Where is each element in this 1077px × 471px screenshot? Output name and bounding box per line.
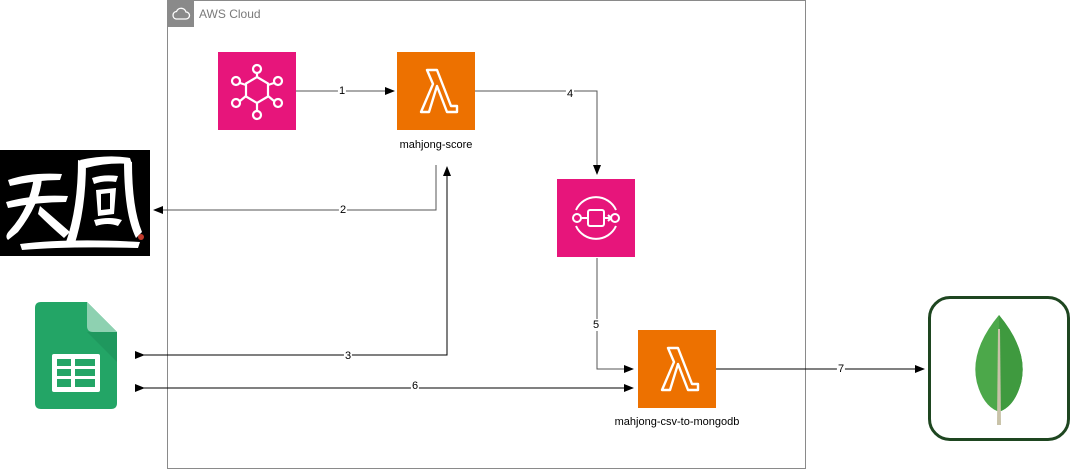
tenhou-logo[interactable] <box>0 150 150 256</box>
lambda-icon <box>419 68 459 114</box>
edge-1-label: 1 <box>337 85 347 97</box>
lambda-csv-to-mongodb-node[interactable] <box>638 330 716 408</box>
sqs-icon <box>572 196 620 240</box>
mongodb-leaf-icon <box>975 315 1023 425</box>
edge-2-line <box>153 165 437 214</box>
edge-4-label: 4 <box>565 88 575 100</box>
edge-6-label: 6 <box>410 380 420 392</box>
edge-5-label: 5 <box>591 319 601 331</box>
eventbridge-icon <box>230 63 284 121</box>
edge-5-line <box>596 258 634 373</box>
edge-2-label: 2 <box>338 204 348 216</box>
edge-7-label: 7 <box>836 363 846 375</box>
lambda-icon <box>660 346 700 392</box>
edge-3-label: 3 <box>343 350 353 362</box>
lambda-csv-to-mongodb-label: mahjong-csv-to-mongodb <box>614 416 740 428</box>
sqs-node[interactable] <box>557 179 635 257</box>
lambda-mahjong-score-node[interactable] <box>397 52 475 130</box>
tenhou-calligraphy-image <box>6 156 144 250</box>
aws-cloud-label: AWS Cloud <box>199 7 261 21</box>
edge-4-line <box>475 90 601 175</box>
eventbridge-node[interactable] <box>218 52 296 130</box>
google-sheets-node[interactable] <box>35 302 117 414</box>
aws-cloud-header: AWS Cloud <box>168 1 261 27</box>
lambda-mahjong-score-label: mahjong-score <box>399 139 473 151</box>
edge-3-line <box>135 166 451 359</box>
google-sheets-icon <box>35 302 117 409</box>
cloud-icon <box>168 1 194 27</box>
mongodb-node[interactable] <box>928 296 1070 441</box>
